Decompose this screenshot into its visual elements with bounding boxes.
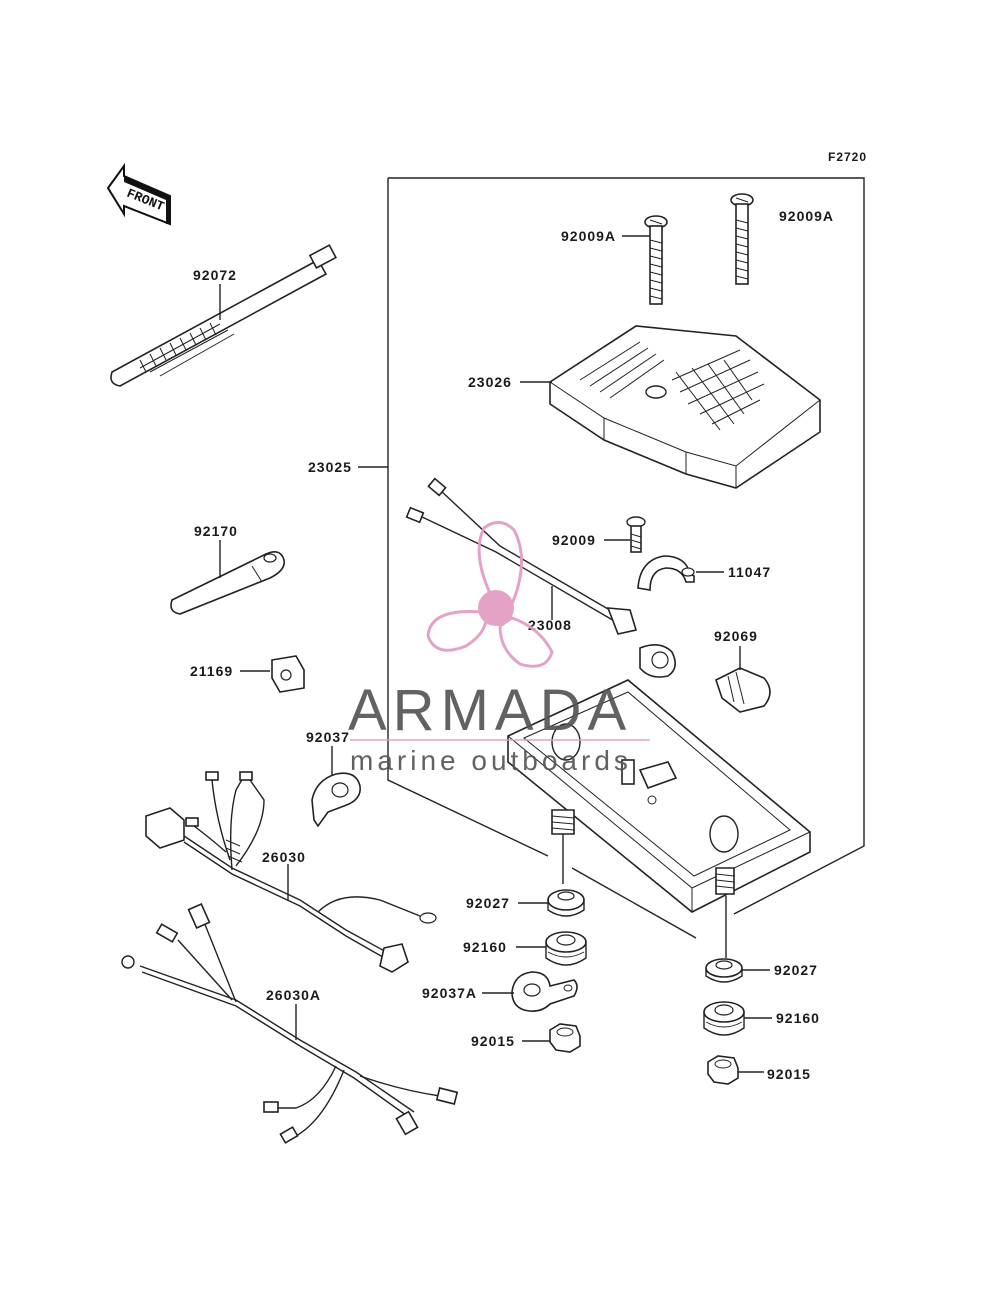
clamp-92037A xyxy=(511,971,578,1012)
armada-watermark: ARMADA marine outboards xyxy=(348,521,650,776)
part-label-92160-right: 92160 xyxy=(776,1010,820,1026)
strap-92170 xyxy=(170,551,286,615)
part-label-92037A: 92037A xyxy=(422,985,477,1001)
socket-lead-23008 xyxy=(405,477,676,678)
lamp-housing xyxy=(507,679,811,913)
lens-cover-23026 xyxy=(549,325,821,489)
part-label-26030: 26030 xyxy=(262,849,306,865)
part-label-92160-left: 92160 xyxy=(463,939,507,955)
part-label-92072: 92072 xyxy=(193,267,237,283)
part-label-92069: 92069 xyxy=(714,628,758,644)
clip-21169 xyxy=(271,655,305,693)
propeller-logo-icon xyxy=(426,521,554,668)
figure-code: F2720 xyxy=(828,150,867,164)
part-label-92009A-left: 92009A xyxy=(561,228,616,244)
cable-tie-92072 xyxy=(110,244,337,387)
bracket-11047 xyxy=(637,555,695,591)
watermark-subtitle: marine outboards xyxy=(350,745,632,776)
part-label-92015-left: 92015 xyxy=(471,1033,515,1049)
nut-92015-right xyxy=(707,1055,739,1085)
screw-92009A-right xyxy=(730,193,754,285)
grommet-92160-left xyxy=(545,931,587,966)
grommet-92160-right xyxy=(703,1001,745,1036)
nut-92015-left xyxy=(549,1023,581,1053)
wire-harness-26030A xyxy=(121,902,459,1144)
watermark-title: ARMADA xyxy=(348,678,632,743)
clamp-92037 xyxy=(311,772,361,828)
part-label-92027-left: 92027 xyxy=(466,895,510,911)
screw-92009A-left xyxy=(644,215,668,305)
wire-harness-26030 xyxy=(145,771,437,973)
bulb-92069 xyxy=(715,667,771,713)
assembly-bracket-23025 xyxy=(388,177,865,915)
part-label-92170: 92170 xyxy=(194,523,238,539)
part-label-23008: 23008 xyxy=(528,617,572,633)
part-label-92015-right: 92015 xyxy=(767,1066,811,1082)
part-label-21169: 21169 xyxy=(190,663,233,679)
part-label-92027-right: 92027 xyxy=(774,962,818,978)
part-label-11047: 11047 xyxy=(728,564,771,580)
part-label-23026: 23026 xyxy=(468,374,512,390)
front-arrow-icon: FRONT xyxy=(106,162,171,226)
part-label-26030A: 26030A xyxy=(266,987,321,1003)
part-label-23025: 23025 xyxy=(308,459,352,475)
part-label-92009: 92009 xyxy=(552,532,596,548)
grommet-92027-left xyxy=(547,889,585,917)
grommet-92027-right xyxy=(705,958,743,983)
assembly-bracket-23025-left xyxy=(387,178,549,857)
screw-92009 xyxy=(626,516,646,553)
part-label-92037: 92037 xyxy=(306,729,350,745)
part-label-92009A-right: 92009A xyxy=(779,208,834,224)
assembly-bracket-bottom xyxy=(571,867,697,939)
